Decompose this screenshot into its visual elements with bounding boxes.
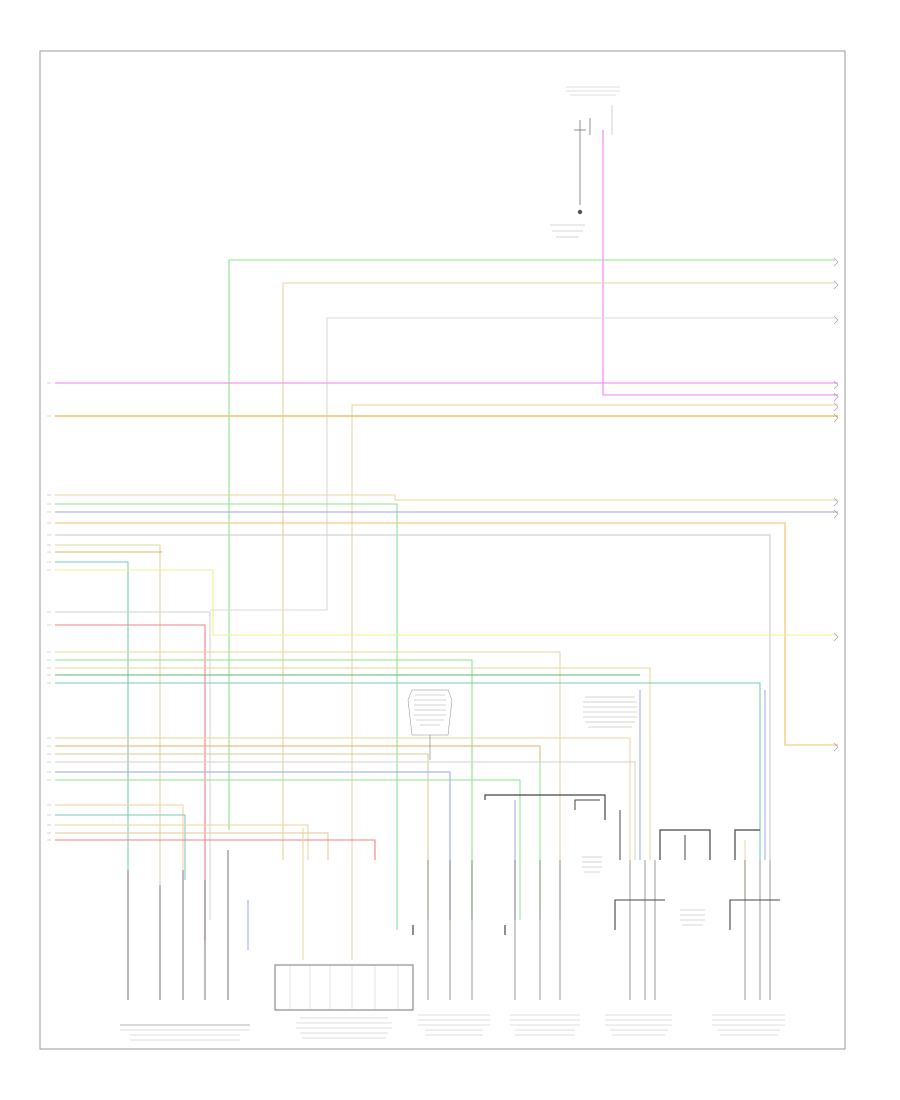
wire-tan-3 bbox=[55, 651, 561, 920]
splice-2 bbox=[574, 799, 600, 810]
wire-green-3 bbox=[55, 779, 521, 920]
wire-tan-1 bbox=[55, 494, 838, 501]
wire-gray-1 bbox=[55, 534, 771, 860]
wire-tan-2 bbox=[55, 544, 161, 885]
splice-3 bbox=[659, 829, 711, 860]
top-connector bbox=[550, 85, 623, 238]
callout-right bbox=[583, 696, 637, 728]
wire-gray-top bbox=[210, 317, 835, 611]
connector-sensor-3 bbox=[605, 860, 672, 1036]
wire-gray-2 bbox=[55, 611, 211, 920]
wire-tan-5 bbox=[55, 737, 631, 860]
wire-teal-3 bbox=[55, 814, 186, 880]
wire-tan-6 bbox=[55, 753, 429, 920]
wire-gray-3 bbox=[55, 761, 636, 860]
wire-red-2 bbox=[55, 839, 376, 860]
wire-tan-mid bbox=[351, 404, 838, 860]
callout-small-2 bbox=[680, 909, 705, 926]
wire-red-1 bbox=[55, 624, 206, 940]
wire-tan-top bbox=[282, 282, 835, 860]
diagram-frame bbox=[39, 50, 846, 1050]
wire-green-top bbox=[228, 259, 835, 830]
wire-blue-2 bbox=[55, 771, 451, 920]
right-arrow-ticks bbox=[833, 257, 839, 752]
wire-orange-1 bbox=[55, 522, 838, 746]
wire-yellow-1 bbox=[55, 569, 838, 636]
wire-tan-8 bbox=[55, 824, 309, 860]
connector-sensor-1 bbox=[412, 860, 490, 1036]
connector-sensor-4 bbox=[712, 860, 785, 1036]
connector-left-group bbox=[120, 850, 250, 1041]
wire-teal-1 bbox=[55, 561, 129, 870]
wire-teal-2 bbox=[55, 682, 761, 860]
splice-1 bbox=[484, 794, 606, 820]
wire-tan-9 bbox=[55, 832, 329, 860]
callout-center bbox=[407, 689, 453, 760]
callout-small-1 bbox=[582, 856, 602, 873]
wire-green-1 bbox=[55, 503, 398, 930]
wire-tan-7 bbox=[55, 804, 184, 870]
wire-pink-vertical bbox=[602, 130, 838, 396]
connector-sensor-2 bbox=[504, 860, 580, 1036]
left-pin-ticks bbox=[47, 382, 51, 841]
splice-5 bbox=[734, 829, 760, 860]
connector-center-box bbox=[274, 964, 414, 1039]
wire-green-2 bbox=[55, 659, 473, 920]
wire-tan-4 bbox=[55, 667, 651, 860]
